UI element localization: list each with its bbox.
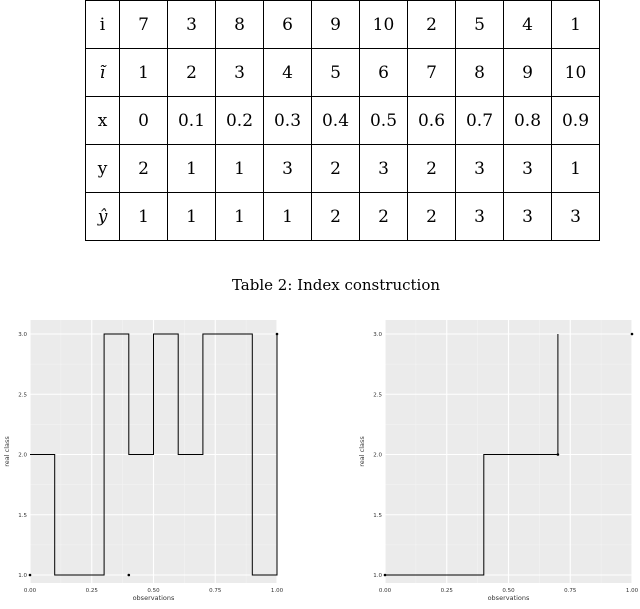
y-tick-label: 3.0 [373, 332, 382, 338]
table-cell: 1 [263, 192, 312, 241]
table-cell: 7 [119, 0, 168, 49]
y-tick-label: 2.0 [18, 453, 27, 459]
table-cell: 3 [503, 144, 552, 193]
table-cell: 10 [551, 48, 600, 97]
table-cell: 1 [215, 144, 264, 193]
table-cell: 3 [359, 144, 408, 193]
table-cell: 0.2 [215, 96, 264, 145]
table-caption: Table 2: Index construction [231, 276, 441, 294]
x-tick-label: 0.00 [24, 588, 37, 594]
x-tick-label: 1.00 [271, 588, 284, 594]
table-cell: 10 [359, 0, 408, 49]
table-cell: 5 [455, 0, 504, 49]
row-header: y [85, 144, 120, 193]
y-tick-label: 1.0 [18, 573, 27, 579]
table-cell: 2 [407, 144, 456, 193]
table-cell: 3 [455, 144, 504, 193]
table-cell: 3 [167, 0, 216, 49]
table-cell: 0.1 [167, 96, 216, 145]
table-cell: 2 [311, 144, 360, 193]
row-header: ŷ [85, 192, 120, 241]
data-point [275, 332, 279, 336]
table-cell: 0.8 [503, 96, 552, 145]
x-tick-label: 1.00 [626, 588, 639, 594]
table-cell: 1 [167, 192, 216, 241]
table-cell: 4 [263, 48, 312, 97]
table-cell: 3 [215, 48, 264, 97]
chart-svg: 0.00 0.25 0.50 0.75 1.00 1.0 1.5 2.0 2.5 3.0 obser… [358, 320, 639, 602]
table-cell: 9 [503, 48, 552, 97]
table-cell: 8 [455, 48, 504, 97]
y-tick-label: 2.5 [373, 392, 382, 398]
row-header: i [85, 0, 120, 49]
table-cell: 1 [215, 192, 264, 241]
table-cell: 0.5 [359, 96, 408, 145]
table-cell: 6 [359, 48, 408, 97]
y-axis-label: real class [3, 436, 11, 467]
data-point [127, 573, 131, 577]
data-point [556, 453, 560, 456]
chart-left: 0.00 0.25 0.50 0.75 1.00 1.0 1.5 2.0 2.5 3.0 obser… [0, 308, 284, 605]
y-axis-label: real class [358, 436, 366, 467]
y-tick-label: 1.0 [373, 573, 382, 579]
table-cell: 7 [407, 48, 456, 97]
y-tick-label: 3.0 [18, 332, 27, 338]
table-cell: 2 [407, 0, 456, 49]
x-tick-label: 0.50 [502, 588, 515, 594]
y-tick-label: 2.5 [18, 392, 27, 398]
chart-right: 0.00 0.25 0.50 0.75 1.00 1.0 1.5 2.0 2.5 3.0 obser… [355, 308, 639, 605]
x-axis-label: observations [133, 594, 175, 602]
table-cell: 0.6 [407, 96, 456, 145]
table-cell: 8 [215, 0, 264, 49]
x-tick-label: 0.25 [441, 588, 454, 594]
table-cell: 0.9 [551, 96, 600, 145]
row-header: x [85, 96, 120, 145]
row-header: ĩ [85, 48, 120, 97]
table-cell: 0.3 [263, 96, 312, 145]
table-cell: 1 [119, 48, 168, 97]
x-tick-label: 0.75 [209, 588, 222, 594]
table-cell: 2 [119, 144, 168, 193]
table-cell: 0.7 [455, 96, 504, 145]
data-point [28, 573, 32, 577]
data-point [383, 573, 387, 577]
step-line [30, 333, 278, 576]
y-tick-label: 1.5 [373, 513, 382, 519]
table-cell: 3 [551, 192, 600, 241]
table-cell: 0 [119, 96, 168, 145]
table-cell: 3 [503, 192, 552, 241]
table-cell: 2 [167, 48, 216, 97]
x-tick-label: 0.25 [86, 588, 99, 594]
table-cell: 3 [263, 144, 312, 193]
table-cell: 1 [551, 144, 600, 193]
data-point [630, 332, 634, 336]
table-cell: 1 [167, 144, 216, 193]
table-cell: 2 [407, 192, 456, 241]
table-cell: 6 [263, 0, 312, 49]
table-cell: 3 [455, 192, 504, 241]
table-cell: 5 [311, 48, 360, 97]
y-tick-label: 2.0 [373, 453, 382, 459]
table-cell: 2 [311, 192, 360, 241]
step-line [385, 334, 559, 576]
table-cell: 1 [119, 192, 168, 241]
chart-svg: 0.00 0.25 0.50 0.75 1.00 1.0 1.5 2.0 2.5 3.0 obser… [3, 320, 284, 602]
x-tick-label: 0.50 [147, 588, 160, 594]
x-tick-label: 0.00 [379, 588, 392, 594]
table-cell: 4 [503, 0, 552, 49]
table-cell: 2 [359, 192, 408, 241]
table-cell: 1 [551, 0, 600, 49]
table-cell: 9 [311, 0, 360, 49]
y-tick-label: 1.5 [18, 513, 27, 519]
table-cell: 0.4 [311, 96, 360, 145]
x-axis-label: observations [488, 594, 530, 602]
x-tick-label: 0.75 [564, 588, 577, 594]
